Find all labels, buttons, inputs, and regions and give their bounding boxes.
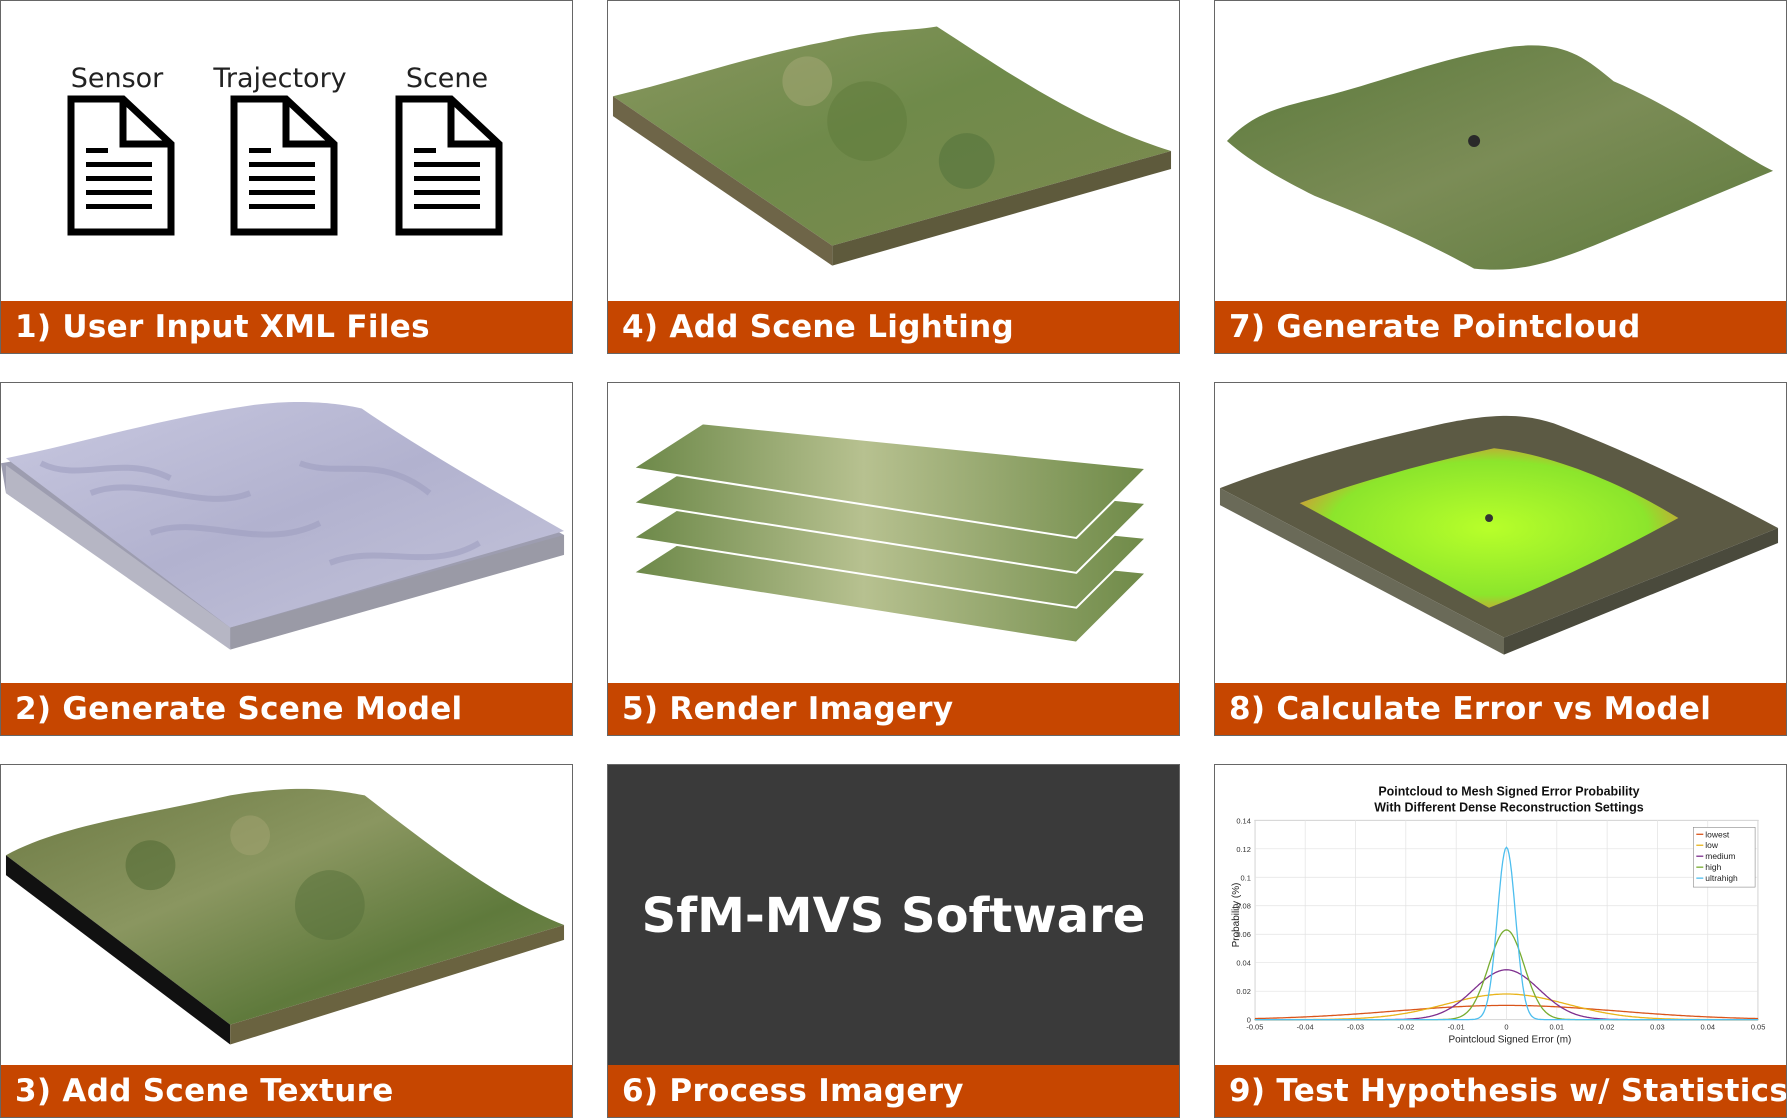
x-tick-label: -0.03 xyxy=(1347,1023,1364,1032)
chart-title-line1: Pointcloud to Mesh Signed Error Probabil… xyxy=(1378,784,1639,798)
panel-scene-model: 2) Generate Scene Model xyxy=(0,382,573,736)
step-label: 3) Add Scene Texture xyxy=(1,1065,572,1117)
legend-label-low: low xyxy=(1705,840,1719,850)
doc-label-trajectory: Trajectory xyxy=(213,63,347,94)
y-tick-label: 0.14 xyxy=(1236,816,1251,825)
x-tick-label: 0.02 xyxy=(1600,1023,1615,1032)
panel-process-imagery: SfM-MVS Software 6) Process Imagery xyxy=(607,764,1180,1118)
step-label: 9) Test Hypothesis w/ Statistics xyxy=(1215,1065,1786,1117)
series-line-lowest xyxy=(1254,1004,1759,1020)
x-tick-label: 0.01 xyxy=(1550,1023,1565,1032)
doc-label-scene: Scene xyxy=(405,63,489,94)
x-tick-label: -0.02 xyxy=(1397,1023,1414,1032)
step-label: 2) Generate Scene Model xyxy=(1,683,572,735)
y-tick-label: 0.02 xyxy=(1236,987,1251,996)
software-title: SfM-MVS Software xyxy=(641,888,1146,944)
textured-terrain xyxy=(5,788,565,1045)
y-tick-label: 0.04 xyxy=(1236,959,1251,968)
panel-render-imagery: 5) Render Imagery xyxy=(607,382,1180,736)
legend-label-high: high xyxy=(1705,862,1721,872)
x-tick-label: 0.05 xyxy=(1751,1023,1766,1032)
legend-label-ultrahigh: ultrahigh xyxy=(1705,873,1738,883)
step-label: 5) Render Imagery xyxy=(608,683,1179,735)
y-tick-label: 0.08 xyxy=(1236,902,1251,911)
x-tick-label: -0.04 xyxy=(1297,1023,1314,1032)
panel-scene-texture: 3) Add Scene Texture xyxy=(0,764,573,1118)
panel-user-input: Sensor Trajectory Scene xyxy=(0,0,573,354)
x-tick-label: 0.03 xyxy=(1650,1023,1665,1032)
x-tick-label: 0.04 xyxy=(1701,1023,1716,1032)
error-heatmap-terrain xyxy=(1219,415,1779,655)
x-axis-label: Pointcloud Signed Error (m) xyxy=(1449,1035,1572,1046)
step-label: 1) User Input XML Files xyxy=(1,301,572,353)
step-label: 8) Calculate Error vs Model xyxy=(1215,683,1786,735)
step-label: 7) Generate Pointcloud xyxy=(1215,301,1786,353)
x-tick-label: 0 xyxy=(1504,1023,1508,1032)
gray-terrain-model xyxy=(1,402,565,650)
y-tick-label: 0.1 xyxy=(1240,873,1250,882)
y-axis-label: Probability (%) xyxy=(1231,883,1242,948)
step-label: 6) Process Imagery xyxy=(608,1065,1179,1117)
panel-test-hypothesis: Pointcloud to Mesh Signed Error Probabil… xyxy=(1214,764,1787,1118)
xml-files-illustration: Sensor Trajectory Scene xyxy=(1,1,572,303)
doc-label-sensor: Sensor xyxy=(70,63,164,94)
step-label: 4) Add Scene Lighting xyxy=(608,301,1179,353)
legend-label-medium: medium xyxy=(1705,851,1735,861)
document-icon xyxy=(230,95,338,236)
x-tick-label: -0.05 xyxy=(1246,1023,1263,1032)
rendered-image-stack xyxy=(630,422,1149,644)
legend-label-lowest: lowest xyxy=(1705,829,1730,839)
panel-generate-pointcloud: 7) Generate Pointcloud xyxy=(1214,0,1787,354)
error-probability-chart: Pointcloud to Mesh Signed Error Probabil… xyxy=(1231,784,1766,1046)
pointcloud-surface xyxy=(1226,45,1774,270)
document-icon xyxy=(67,95,175,236)
lit-terrain xyxy=(612,26,1172,266)
document-icon xyxy=(395,95,503,236)
y-tick-label: 0.06 xyxy=(1236,930,1251,939)
panel-scene-lighting: 4) Add Scene Lighting xyxy=(607,0,1180,354)
y-tick-label: 0 xyxy=(1247,1016,1251,1025)
panel-calculate-error: 8) Calculate Error vs Model xyxy=(1214,382,1787,736)
legend-box xyxy=(1693,827,1756,888)
series-line-ultrahigh xyxy=(1254,846,1759,1021)
x-tick-label: -0.01 xyxy=(1448,1023,1465,1032)
chart-title-line2: With Different Dense Reconstruction Sett… xyxy=(1374,800,1643,814)
y-tick-label: 0.12 xyxy=(1236,845,1251,854)
